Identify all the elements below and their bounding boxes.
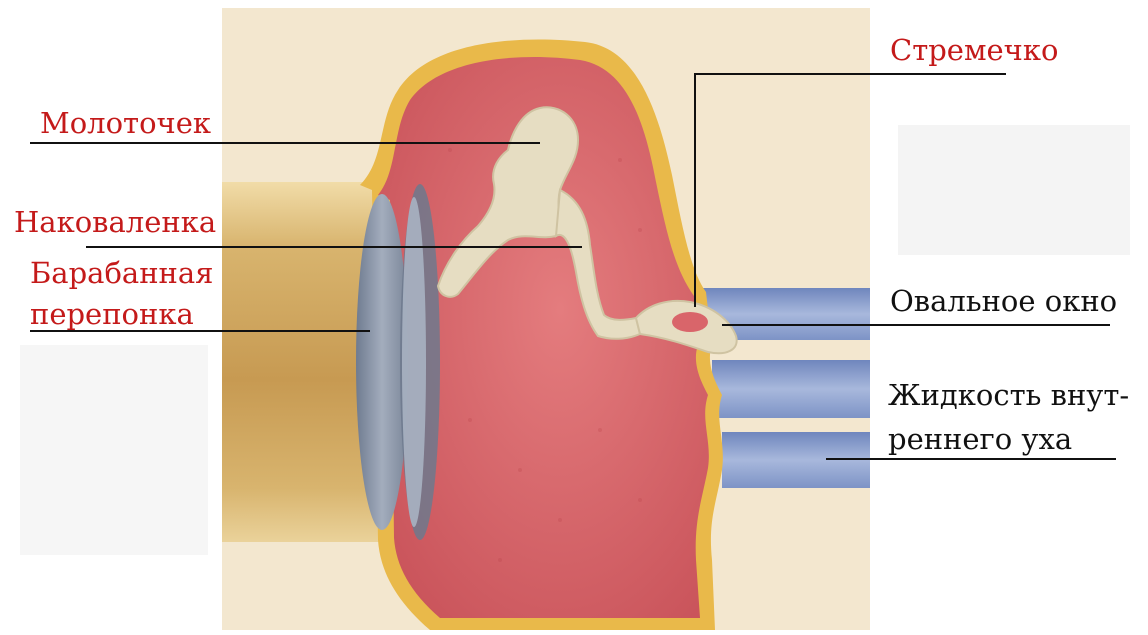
leader-oval-window: [722, 324, 1110, 326]
leader-eardrum: [30, 330, 370, 332]
leader-incus: [86, 246, 582, 248]
leader-malleus: [30, 142, 540, 144]
label-fluid-line1: Жидкость внут-: [888, 378, 1129, 412]
label-stapes: Стремечко: [890, 33, 1058, 67]
label-fluid-line2: реннего уха: [888, 422, 1072, 456]
leader-fluid: [826, 458, 1116, 460]
label-incus: Наковаленка: [14, 205, 216, 239]
label-malleus: Молоточек: [40, 106, 211, 140]
label-oval-window: Овальное окно: [890, 284, 1117, 318]
leader-stapes-vertical: [694, 73, 696, 307]
leader-stapes-horizontal: [694, 73, 1006, 75]
label-eardrum-line2: перепонка: [30, 297, 194, 331]
label-eardrum-line1: Барабанная: [30, 256, 213, 290]
